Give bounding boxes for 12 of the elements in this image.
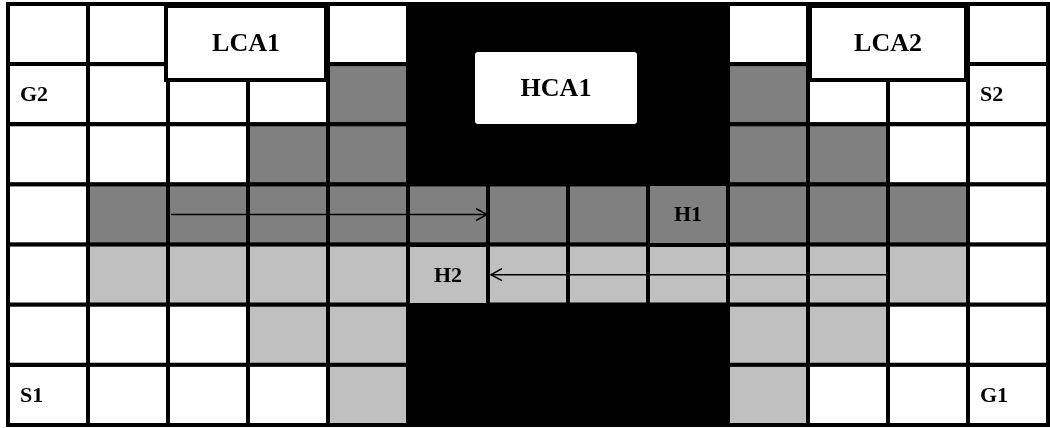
cell-label: G2	[20, 81, 49, 108]
cell-label: S1	[20, 381, 44, 408]
cell-label: LCA1	[212, 28, 280, 58]
cell-label: LCA2	[854, 28, 922, 58]
label-tab	[808, 4, 968, 82]
label-tab	[164, 4, 328, 82]
cell-label: G1	[980, 381, 1009, 408]
cell-label: HCA1	[520, 73, 592, 103]
cell-label: H2	[433, 261, 463, 288]
cell-label: H1	[673, 201, 703, 228]
cell-label: S2	[980, 81, 1004, 108]
label-plate	[475, 52, 637, 124]
